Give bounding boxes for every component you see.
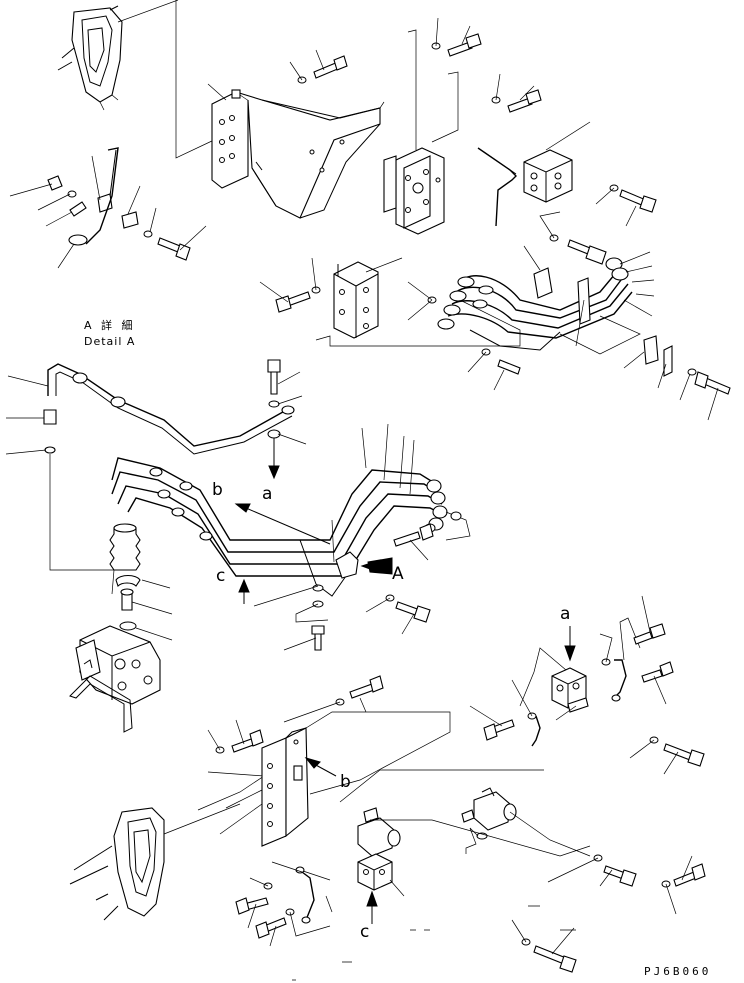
fitting-icon [437, 257, 629, 330]
valve-block-icon [357, 853, 393, 891]
hose-icon [111, 457, 447, 597]
bolt-icon [603, 865, 637, 887]
view-arrow-icon [234, 503, 251, 513]
bolt-icon [157, 237, 191, 261]
bolt-icon [483, 719, 515, 741]
spring-boot-icon [109, 523, 141, 571]
bolt-icon [255, 917, 287, 939]
valve-plate [383, 147, 445, 235]
bracket-icon [261, 727, 309, 847]
bolt-icon [447, 33, 482, 57]
rod-icon [477, 147, 517, 227]
fitting-icon [549, 234, 607, 265]
view-arrow-icon [238, 578, 250, 593]
washer-icon [67, 190, 77, 198]
drawing-code: PJ6B060 [644, 965, 712, 978]
bolt-icon [673, 863, 706, 887]
bolt-icon [663, 743, 705, 767]
hose-icon [301, 871, 315, 921]
bolt-icon [619, 189, 657, 213]
bolt-icon [235, 897, 269, 915]
bolt-icon [694, 371, 731, 395]
bolt-icon [507, 89, 542, 113]
view-arrow-icon [366, 890, 378, 907]
view-arrow-icon [360, 557, 393, 575]
hose-icon [531, 715, 541, 747]
view-arrow-icon [268, 465, 280, 480]
view-label-c-upper: c [216, 566, 226, 586]
view-label-c-lower: c [360, 922, 370, 942]
bolt-icon [533, 945, 577, 973]
main-bracket [211, 89, 381, 219]
valve-icon [357, 807, 401, 857]
valve-icon [461, 787, 517, 831]
bolt-icon [393, 523, 434, 547]
bolt-icon [311, 625, 325, 651]
clamp-icon [335, 551, 359, 579]
nut-icon [47, 175, 63, 191]
detail-title-en: Detail A [84, 335, 136, 348]
view-label-A: A [392, 564, 404, 584]
bolt-icon [633, 623, 666, 645]
view-arrow-icon [564, 645, 576, 662]
pedal-icon [69, 807, 165, 921]
pedal-icon [57, 5, 123, 111]
bolt-icon [313, 55, 348, 79]
bolt-icon [231, 729, 264, 753]
bolt-icon [275, 291, 311, 313]
bolt-icon [641, 661, 674, 683]
hose-icon [613, 659, 627, 699]
detail-title-jp: A 詳 細 [84, 319, 136, 332]
hose-icon [85, 147, 119, 245]
view-arrow-icon [304, 757, 321, 769]
fitting-icon [149, 467, 448, 541]
view-label-a-lower: a [560, 604, 571, 624]
valve-block-icon [523, 149, 573, 203]
view-label-a-upper: a [262, 484, 273, 504]
bolt-icon [267, 359, 281, 395]
view-label-b-upper: b [212, 480, 223, 500]
bolt-icon [349, 675, 384, 699]
washer-icon [268, 400, 280, 408]
bolt-icon [395, 601, 431, 623]
valve-block-icon [69, 625, 161, 733]
view-label-b-lower: b [340, 772, 351, 792]
fitting-icon [43, 409, 57, 425]
ring-icon [115, 574, 141, 588]
valve-block-icon [333, 261, 379, 339]
hose-icon [47, 363, 295, 455]
